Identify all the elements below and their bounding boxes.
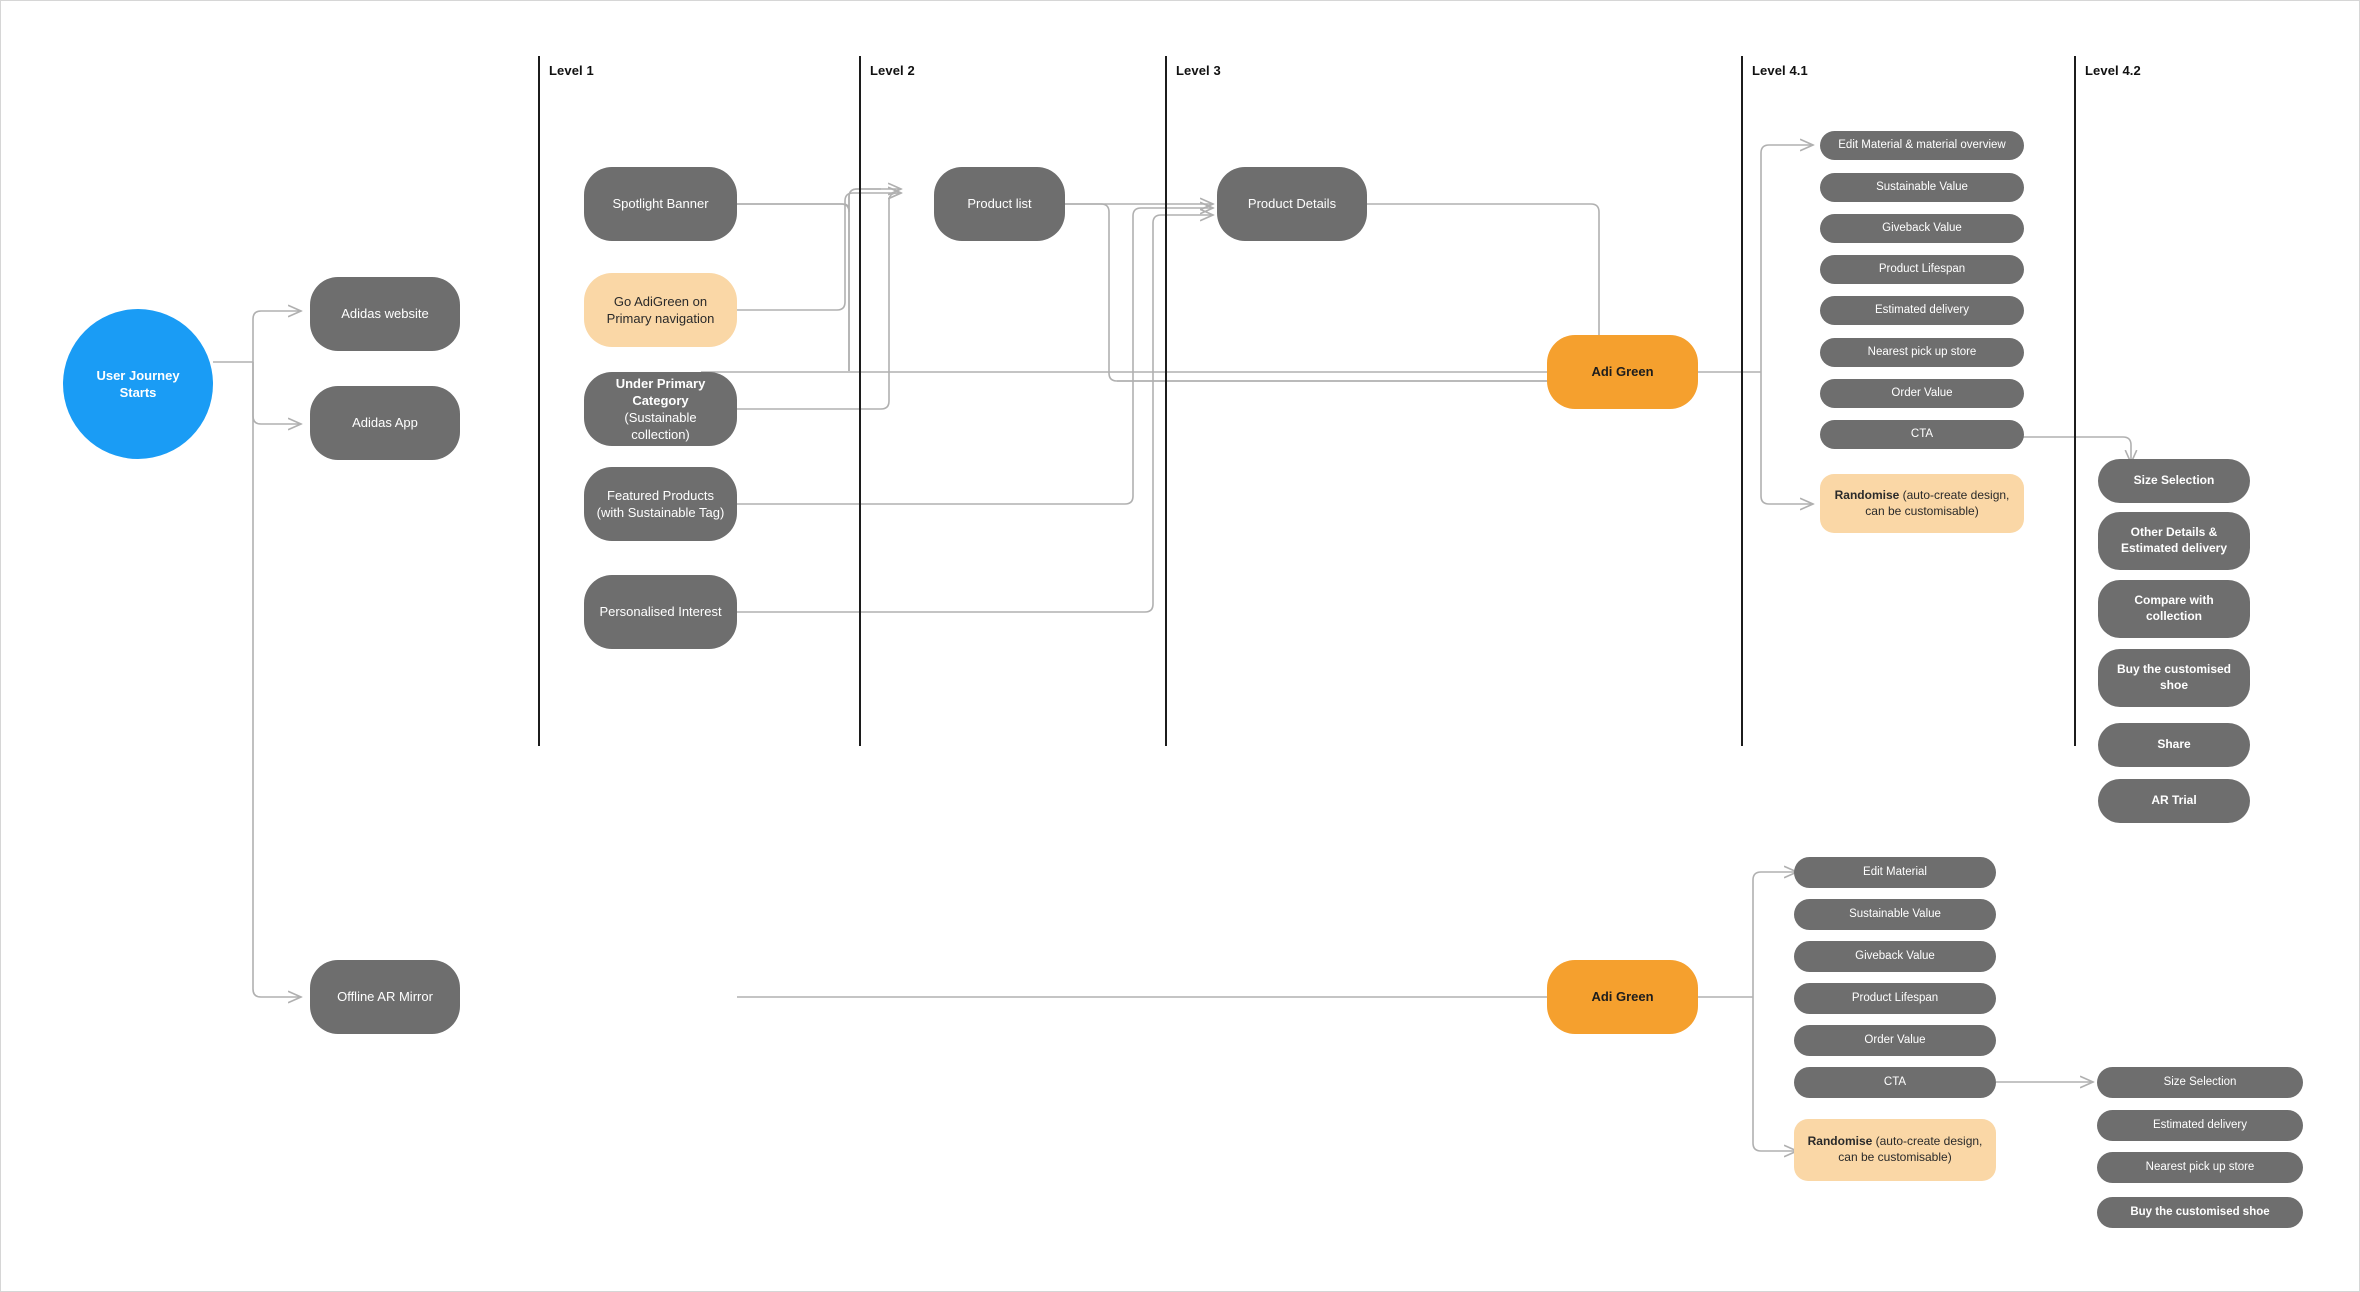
- node-sustainable-value-bottom[interactable]: Sustainable Value: [1794, 899, 1996, 930]
- level41-top-item-5: Nearest pick up store: [1867, 345, 1977, 358]
- lane-label-level-3: Level 3: [1176, 63, 1221, 78]
- node-product-details[interactable]: Product Details: [1217, 167, 1367, 241]
- node-size-selection-top[interactable]: Size Selection: [2098, 459, 2250, 503]
- adidas-website-label: Adidas website: [341, 306, 429, 322]
- node-ar-trial-top[interactable]: AR Trial: [2098, 779, 2250, 823]
- start-label-line1: User Journey: [96, 367, 180, 383]
- lane-divider-level-3: [1165, 56, 1167, 746]
- node-giveback-value-bottom[interactable]: Giveback Value: [1794, 941, 1996, 972]
- level41-top-item-6: Order Value: [1891, 386, 1953, 399]
- node-product-lifespan-top[interactable]: Product Lifespan: [1820, 255, 2024, 284]
- level42-top-item-4: Share: [2157, 737, 2191, 752]
- node-go-adigreen-primary-navigation[interactable]: Go AdiGreen on Primary navigation: [584, 273, 737, 347]
- node-cta-top[interactable]: CTA: [1820, 420, 2024, 449]
- node-spotlight-banner[interactable]: Spotlight Banner: [584, 167, 737, 241]
- lane-divider-level-4-1: [1741, 56, 1743, 746]
- node-order-value-bottom[interactable]: Order Value: [1794, 1025, 1996, 1056]
- node-edit-material-overview[interactable]: Edit Material & material overview: [1820, 131, 2024, 160]
- node-other-details-estimated-delivery[interactable]: Other Details & Estimated delivery: [2098, 512, 2250, 570]
- under-primary-category-subtitle: (Sustainable collection): [624, 410, 697, 443]
- level41-bottom-item-3: Product Lifespan: [1851, 991, 1939, 1004]
- node-edit-material-bottom[interactable]: Edit Material: [1794, 857, 1996, 888]
- level42-top-item-2-line2: collection: [2145, 609, 2202, 623]
- level42-bottom-item-0: Size Selection: [2163, 1075, 2237, 1088]
- node-estimated-delivery-bottom[interactable]: Estimated delivery: [2097, 1110, 2303, 1141]
- level41-top-item-7: CTA: [1910, 427, 1934, 440]
- node-product-list[interactable]: Product list: [934, 167, 1065, 241]
- node-size-selection-bottom[interactable]: Size Selection: [2097, 1067, 2303, 1098]
- node-personalised-interest[interactable]: Personalised Interest: [584, 575, 737, 649]
- node-buy-the-customised-shoe-bottom[interactable]: Buy the customised shoe: [2097, 1197, 2303, 1228]
- under-primary-category-title: Under Primary Category: [615, 375, 706, 408]
- node-sustainable-value-top[interactable]: Sustainable Value: [1820, 173, 2024, 202]
- randomise-top-rest: (auto-create design, can be customisable…: [1865, 487, 2010, 518]
- level42-bottom-item-1: Estimated delivery: [2153, 1118, 2247, 1131]
- level42-top-item-1-line1: Other Details &: [2130, 525, 2218, 540]
- product-details-label: Product Details: [1247, 196, 1337, 212]
- adi-green-bottom-label: Adi Green: [1591, 989, 1654, 1005]
- level42-top-item-3-line2: shoe: [2159, 678, 2188, 692]
- level41-top-item-2: Giveback Value: [1882, 221, 1962, 234]
- node-user-journey-starts[interactable]: User Journey Starts: [63, 309, 213, 459]
- level41-top-item-1: Sustainable Value: [1876, 180, 1968, 193]
- node-adidas-website[interactable]: Adidas website: [310, 277, 460, 351]
- randomise-top-bold: Randomise: [1834, 487, 1900, 502]
- level41-bottom-item-5: CTA: [1883, 1075, 1907, 1088]
- level42-top-item-0: Size Selection: [2133, 473, 2215, 488]
- level41-top-item-0: Edit Material & material overview: [1838, 138, 2006, 151]
- node-adi-green-bottom[interactable]: Adi Green: [1547, 960, 1698, 1034]
- adi-green-top-label: Adi Green: [1591, 364, 1654, 380]
- level42-bottom-item-2: Nearest pick up store: [2145, 1160, 2255, 1173]
- featured-products-label: Featured Products (with Sustainable Tag): [596, 487, 725, 520]
- level42-top-item-1-line2: Estimated delivery: [2120, 541, 2228, 555]
- node-compare-with-collection[interactable]: Compare with collection: [2098, 580, 2250, 638]
- start-label-line2: Starts: [119, 385, 157, 400]
- node-giveback-value-top[interactable]: Giveback Value: [1820, 214, 2024, 243]
- node-randomise-top[interactable]: Randomise (auto-create design, can be cu…: [1820, 474, 2024, 533]
- node-product-lifespan-bottom[interactable]: Product Lifespan: [1794, 983, 1996, 1014]
- lane-divider-level-1: [538, 56, 540, 746]
- lane-label-level-4-2: Level 4.2: [2085, 63, 2141, 78]
- randomise-bottom-rest: (auto-create design, can be customisable…: [1838, 1134, 1983, 1164]
- level42-top-item-5: AR Trial: [2151, 793, 2197, 808]
- node-cta-bottom[interactable]: CTA: [1794, 1067, 1996, 1098]
- level41-top-item-3: Product Lifespan: [1878, 262, 1966, 275]
- level42-top-item-2-line1: Compare with: [2134, 593, 2214, 608]
- node-adi-green-top[interactable]: Adi Green: [1547, 335, 1698, 409]
- level42-bottom-item-3: Buy the customised shoe: [2130, 1205, 2270, 1218]
- level41-bottom-item-0: Edit Material: [1863, 865, 1927, 878]
- product-list-label: Product list: [967, 196, 1032, 212]
- go-adigreen-label: Go AdiGreen on Primary navigation: [606, 293, 715, 326]
- adidas-app-label: Adidas App: [352, 415, 418, 431]
- lane-label-level-2: Level 2: [870, 63, 915, 78]
- level41-bottom-item-1: Sustainable Value: [1849, 907, 1941, 920]
- level41-top-item-4: Estimated delivery: [1875, 303, 1969, 316]
- spotlight-banner-label: Spotlight Banner: [612, 196, 709, 212]
- node-estimated-delivery-top[interactable]: Estimated delivery: [1820, 296, 2024, 325]
- lane-label-level-1: Level 1: [549, 63, 594, 78]
- level42-top-item-3-line1: Buy the customised: [2116, 662, 2232, 677]
- node-nearest-pick-up-store-bottom[interactable]: Nearest pick up store: [2097, 1152, 2303, 1183]
- randomise-bottom-bold: Randomise: [1807, 1134, 1873, 1149]
- lane-divider-level-4-2: [2074, 56, 2076, 746]
- node-order-value-top[interactable]: Order Value: [1820, 379, 2024, 408]
- level41-bottom-item-2: Giveback Value: [1855, 949, 1935, 962]
- level41-bottom-item-4: Order Value: [1864, 1033, 1926, 1046]
- node-share-top[interactable]: Share: [2098, 723, 2250, 767]
- node-randomise-bottom[interactable]: Randomise (auto-create design, can be cu…: [1794, 1119, 1996, 1181]
- node-buy-the-customised-shoe-top[interactable]: Buy the customised shoe: [2098, 649, 2250, 707]
- lane-label-level-4-1: Level 4.1: [1752, 63, 1808, 78]
- node-adidas-app[interactable]: Adidas App: [310, 386, 460, 460]
- node-nearest-pick-up-store-top[interactable]: Nearest pick up store: [1820, 338, 2024, 367]
- node-under-primary-category[interactable]: Under Primary Category (Sustainable coll…: [584, 372, 737, 446]
- node-featured-products[interactable]: Featured Products (with Sustainable Tag): [584, 467, 737, 541]
- node-offline-ar-mirror[interactable]: Offline AR Mirror: [310, 960, 460, 1034]
- personalised-interest-label: Personalised Interest: [599, 604, 722, 620]
- lane-divider-level-2: [859, 56, 861, 746]
- offline-ar-mirror-label: Offline AR Mirror: [337, 989, 433, 1005]
